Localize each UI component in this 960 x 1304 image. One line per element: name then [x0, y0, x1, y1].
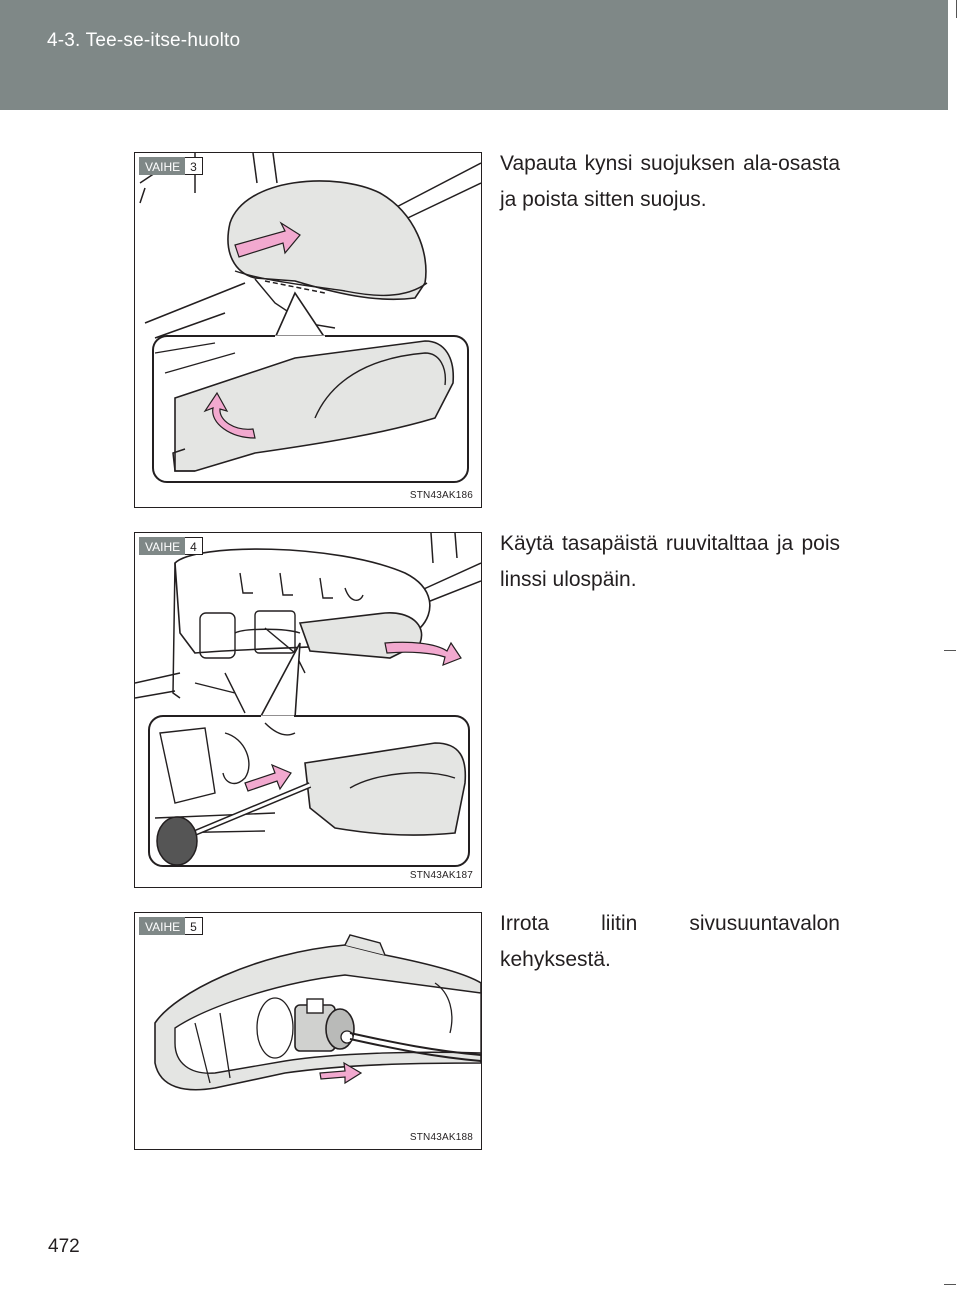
badge-label: VAIHE	[139, 157, 186, 175]
step-4: VAIHE 4 STN43AK187	[134, 532, 482, 888]
step-badge: VAIHE 3	[139, 157, 203, 175]
badge-label: VAIHE	[139, 917, 186, 935]
step-4-text: Käytä tasapäistä ruuvitalttaa ja pois li…	[500, 532, 840, 591]
figure-code: STN43AK187	[409, 870, 473, 881]
step-3: VAIHE 3 STN43AK186	[134, 152, 482, 508]
step-badge: VAIHE 5	[139, 917, 203, 935]
badge-label: VAIHE	[139, 537, 186, 555]
step-3-text: Vapauta kynsi suojuksen ala-osasta ja po…	[500, 152, 840, 211]
step-4-figure: VAIHE 4 STN43AK187	[134, 532, 482, 888]
crop-mark	[944, 1284, 956, 1285]
figure-code: STN43AK188	[409, 1132, 473, 1143]
lens-removal-illustration	[135, 533, 481, 867]
page-header: 4-3. Tee-se-itse-huolto	[0, 0, 948, 110]
step-badge: VAIHE 4	[139, 537, 203, 555]
page-number: 472	[48, 1236, 80, 1257]
badge-number: 4	[185, 537, 203, 555]
badge-number: 5	[185, 917, 203, 935]
figure-code: STN43AK186	[409, 490, 473, 501]
mirror-cover-illustration	[139, 153, 481, 483]
step-5: VAIHE 5 STN43AK188	[134, 912, 482, 1150]
crop-mark	[956, 0, 957, 18]
step-5-figure: VAIHE 5 STN43AK188	[134, 912, 482, 1150]
badge-number: 3	[185, 157, 203, 175]
connector-removal-illustration	[154, 934, 481, 1091]
step-5-text: Irrota liitin sivusuuntavalon kehyksestä…	[500, 912, 840, 971]
crop-mark	[944, 650, 956, 651]
section-title: 4-3. Tee-se-itse-huolto	[47, 30, 241, 51]
step-3-figure: VAIHE 3 STN43AK186	[134, 152, 482, 508]
